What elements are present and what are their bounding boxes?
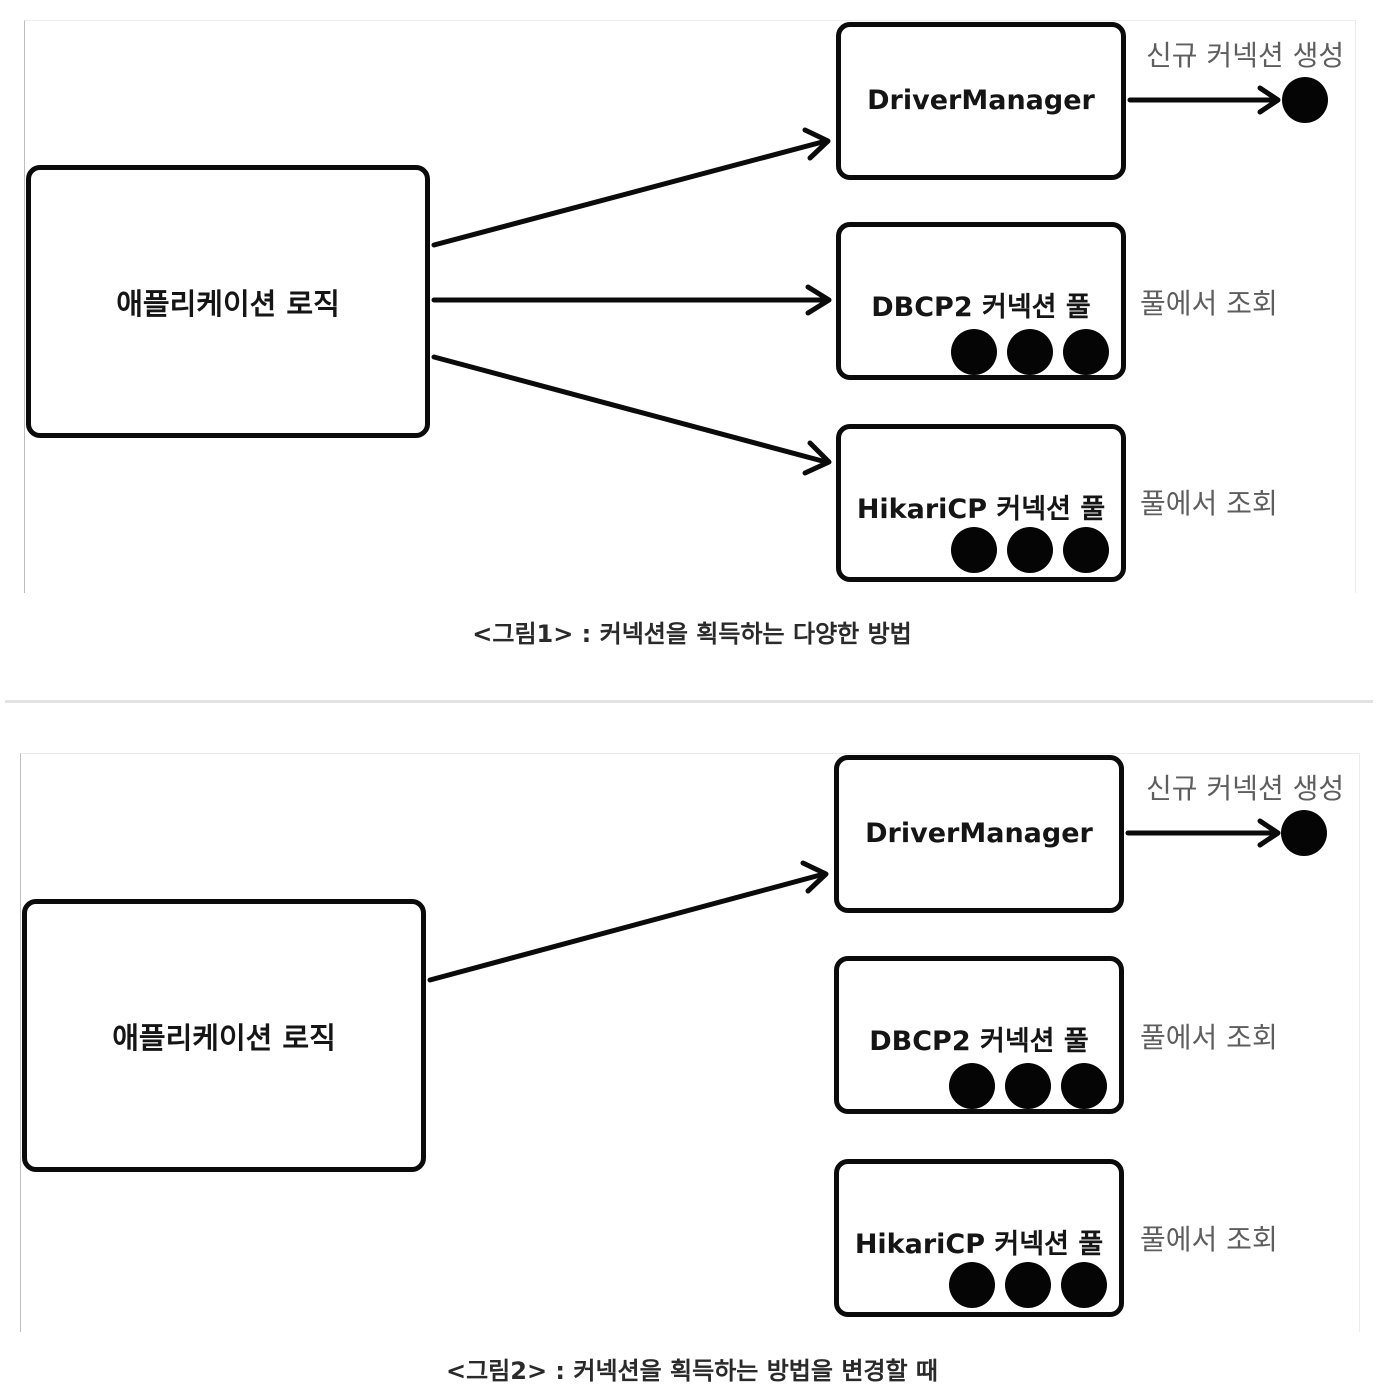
figure-1-frame [24, 20, 1356, 593]
new-connection-dot [1281, 810, 1327, 856]
hikari-pool-box: HikariCP 커넥션 풀 [836, 424, 1126, 582]
new-connection-text: 신규 커넥션 생성 [1146, 39, 1345, 72]
drivermanager-box: DriverManager [836, 22, 1126, 180]
arrow-app-to-drivermanager [431, 138, 829, 248]
pool-connection-dot [949, 1262, 995, 1308]
arrowhead-drivermanager [800, 860, 829, 894]
drivermanager-label: DriverManager [865, 818, 1093, 849]
pool-connection-dot [951, 329, 997, 375]
dbcp2-pool-label: DBCP2 커넥션 풀 [871, 292, 1091, 323]
pool-connection-dot [1007, 329, 1053, 375]
arrow-app-to-hikari [431, 354, 829, 465]
dbcp2-lookup-text: 풀에서 조회 [1140, 287, 1278, 320]
dbcp2-pool-box: DBCP2 커넥션 풀 [836, 222, 1126, 380]
divider [5, 700, 1373, 703]
app-logic-box: 애플리케이션 로직 [26, 165, 430, 438]
figure-2: 애플리케이션 로직 DriverManager DBCP2 커넥션 풀 Hika… [0, 733, 1384, 1392]
arrowhead-dbcp2 [805, 284, 832, 316]
figure-1-arrows [431, 85, 1281, 476]
app-logic-label: 애플리케이션 로직 [116, 286, 340, 321]
arrowhead-hikari [802, 440, 832, 476]
pool-connection-dot [1061, 1063, 1107, 1109]
pool-connection-dot [1005, 1063, 1051, 1109]
pool-connection-dot [1063, 527, 1109, 573]
pool-connection-dot [1007, 527, 1053, 573]
pool-connection-dot [1063, 329, 1109, 375]
figure-1-caption: <그림1> : 커넥션을 획득하는 다양한 방법 [472, 620, 912, 648]
figure-2-caption: <그림2> : 커넥션을 획득하는 방법을 변경할 때 [445, 1357, 938, 1385]
pool-connection-dot [1005, 1262, 1051, 1308]
pool-connection-dot [949, 1063, 995, 1109]
new-connection-text: 신규 커넥션 생성 [1146, 772, 1345, 805]
arrowhead-drivermanager [802, 127, 831, 161]
pool-connection-dot [951, 527, 997, 573]
drivermanager-box: DriverManager [834, 755, 1124, 913]
app-logic-box: 애플리케이션 로직 [22, 899, 426, 1172]
hikari-lookup-text: 풀에서 조회 [1140, 487, 1278, 520]
new-connection-dot [1282, 77, 1328, 123]
figure-2-arrows [427, 818, 1281, 983]
arrowhead-connection [1257, 818, 1281, 848]
dbcp2-pool-label: DBCP2 커넥션 풀 [869, 1026, 1089, 1057]
hikari-pool-label: HikariCP 커넥션 풀 [856, 494, 1106, 525]
arrow-app-to-drivermanager [427, 871, 827, 983]
drivermanager-label: DriverManager [867, 85, 1095, 116]
dbcp2-pool-box: DBCP2 커넥션 풀 [834, 956, 1124, 1114]
hikari-pool-label: HikariCP 커넥션 풀 [854, 1229, 1104, 1260]
hikari-pool-box: HikariCP 커넥션 풀 [834, 1159, 1124, 1317]
pool-connection-dot [1061, 1262, 1107, 1308]
app-logic-label: 애플리케이션 로직 [112, 1020, 336, 1055]
figure-1: 애플리케이션 로직 DriverManager DBCP2 커넥션 풀 Hika… [24, 20, 1356, 648]
arrowhead-connection [1257, 85, 1281, 115]
dbcp2-lookup-text: 풀에서 조회 [1140, 1021, 1278, 1054]
figure-2-frame [20, 753, 1360, 1332]
hikari-lookup-text: 풀에서 조회 [1140, 1223, 1278, 1256]
